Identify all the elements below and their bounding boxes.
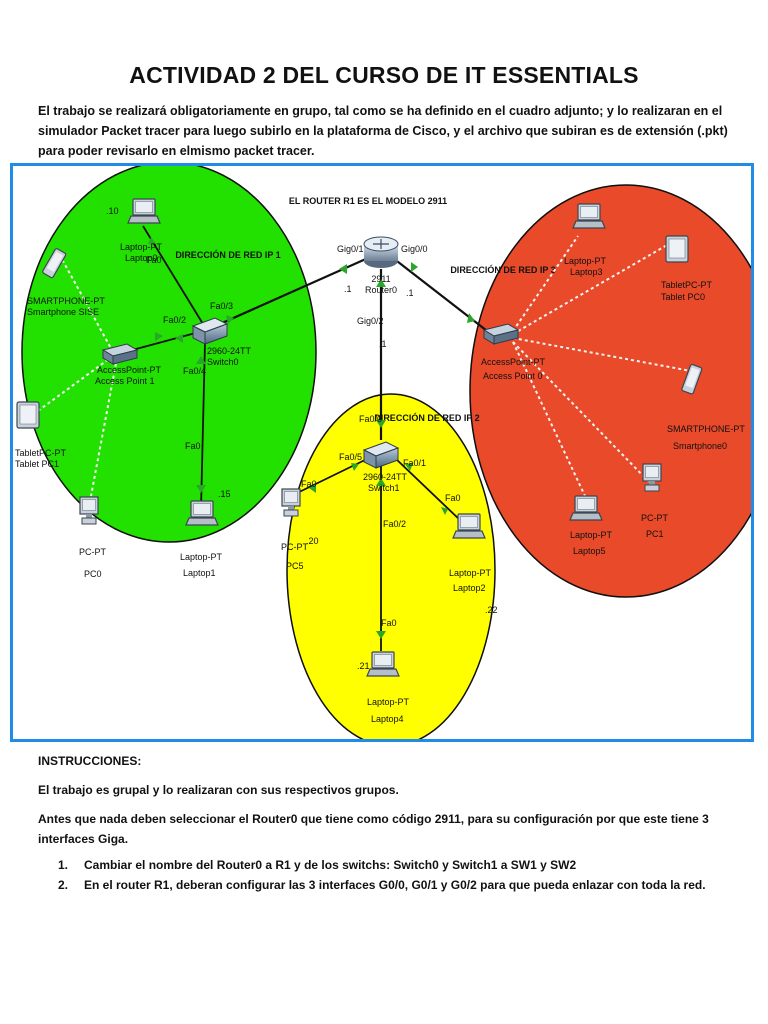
router-port-left: Gig0/1 bbox=[337, 244, 364, 254]
laptop0-type: Laptop-PT bbox=[120, 242, 163, 252]
document-title: ACTIVIDAD 2 DEL CURSO DE IT ESSENTIALS bbox=[129, 62, 639, 88]
router-model-note: EL ROUTER R1 ES EL MODELO 2911 bbox=[289, 196, 447, 206]
switch0-icon[interactable] bbox=[191, 317, 229, 345]
port-fa01: Fa0/1 bbox=[403, 458, 426, 468]
smartphone-sise-type: SMARTPHONE-PT bbox=[27, 296, 105, 306]
port-fa02-yellow: Fa0/2 bbox=[383, 519, 406, 529]
red-net-label: DIRECCIÓN DE RED IP 3 bbox=[450, 264, 555, 275]
access-point-1-name: Access Point 1 bbox=[95, 376, 155, 386]
pc5-icon[interactable] bbox=[281, 488, 301, 517]
laptop1-ip: .15 bbox=[218, 489, 231, 499]
access-point-1-icon[interactable] bbox=[101, 343, 139, 365]
laptop3-icon[interactable] bbox=[572, 203, 606, 229]
laptop5-type: Laptop-PT bbox=[570, 530, 613, 540]
tablet-pc1-type: TabletPC-PT bbox=[15, 448, 67, 458]
switch1-name: Switch1 bbox=[368, 483, 400, 493]
laptop0-icon[interactable] bbox=[127, 198, 161, 224]
step-text: En el router R1, deberan configurar las … bbox=[84, 878, 706, 892]
green-network-area bbox=[21, 166, 317, 543]
yellow-net-label: DIRECCIÓN DE RED IP 2 bbox=[374, 412, 479, 423]
laptop0-ip: .10 bbox=[106, 206, 119, 216]
smartphone0-name: Smartphone0 bbox=[673, 441, 727, 451]
pc5-type: PC-PT bbox=[281, 542, 309, 552]
tablet-pc0-icon[interactable] bbox=[665, 235, 689, 263]
tablet-pc1-name: Tablet PC1 bbox=[15, 459, 59, 469]
red-network-area bbox=[469, 184, 751, 598]
smartphone-sise-icon[interactable] bbox=[42, 248, 67, 279]
laptop0-port: Fa0 bbox=[146, 255, 162, 265]
step-text: Cambiar el nombre del Router0 a R1 y de … bbox=[84, 858, 577, 872]
router-port-down: Gig0/2 bbox=[357, 316, 384, 326]
smartphone0-icon[interactable] bbox=[681, 363, 703, 395]
topology-svg: EL ROUTER R1 ES EL MODELO 2911 DIRECCIÓN… bbox=[15, 166, 751, 739]
paragraph-group-work: El trabajo es grupal y lo realizaran con… bbox=[38, 783, 399, 797]
port-fa03: Fa0/3 bbox=[210, 301, 233, 311]
access-point-0-name: Access Point 0 bbox=[483, 371, 543, 381]
tablet-pc1-icon[interactable] bbox=[16, 401, 40, 429]
switch0-name: Switch0 bbox=[207, 357, 239, 367]
router-ip-right: .1 bbox=[406, 288, 414, 298]
access-point-0-type: AccessPoint-PT bbox=[481, 357, 546, 367]
pc0-type: PC-PT bbox=[79, 547, 107, 557]
router-ip-left: .1 bbox=[344, 284, 352, 294]
laptop4-ip: .21 bbox=[357, 661, 370, 671]
port-fa04: Fa0/4 bbox=[183, 366, 206, 376]
port-fa05: Fa0/5 bbox=[339, 452, 362, 462]
pc1-type: PC-PT bbox=[641, 513, 669, 523]
router-port-right: Gig0/0 bbox=[401, 244, 428, 254]
switch1-model: 2960-24TT bbox=[363, 472, 408, 482]
switch1-icon[interactable] bbox=[362, 441, 400, 469]
pc0-name: PC0 bbox=[84, 569, 102, 579]
laptop1-icon[interactable] bbox=[185, 500, 219, 526]
pc5-ip: .20 bbox=[306, 536, 319, 546]
laptop1-name: Laptop1 bbox=[183, 568, 216, 578]
pc1-icon[interactable] bbox=[642, 463, 662, 492]
intro-paragraph: El trabajo se realizará obligatoriamente… bbox=[38, 104, 728, 158]
laptop3-type: Laptop-PT bbox=[564, 256, 607, 266]
laptop5-icon[interactable] bbox=[569, 495, 603, 521]
pc1-name: PC1 bbox=[646, 529, 664, 539]
laptop0-name: Laptop0 bbox=[125, 253, 158, 263]
laptop2-icon[interactable] bbox=[452, 513, 486, 539]
access-point-1-type: AccessPoint-PT bbox=[97, 365, 162, 375]
instruction-steps: 1. Cambiar el nombre del Router0 a R1 y … bbox=[58, 856, 738, 896]
smartphone0-type: SMARTPHONE-PT bbox=[667, 424, 745, 434]
laptop1-type: Laptop-PT bbox=[180, 552, 223, 562]
tablet-pc0-name: Tablet PC0 bbox=[661, 292, 705, 302]
pc0-icon[interactable] bbox=[79, 496, 99, 525]
router-icon[interactable] bbox=[363, 236, 399, 268]
list-item: 2. En el router R1, deberan configurar l… bbox=[58, 876, 738, 894]
laptop4-type: Laptop-PT bbox=[367, 697, 410, 707]
list-item: 1. Cambiar el nombre del Router0 a R1 y … bbox=[58, 856, 738, 874]
laptop5-name: Laptop5 bbox=[573, 546, 606, 556]
instructions-heading: INSTRUCCIONES: bbox=[38, 754, 142, 768]
step-number: 1. bbox=[58, 858, 69, 872]
switch0-model: 2960-24TT bbox=[207, 346, 252, 356]
laptop2-name: Laptop2 bbox=[453, 583, 486, 593]
yellow-network-area bbox=[286, 393, 496, 739]
pc5-port: Fa0 bbox=[301, 479, 317, 489]
port-fa02: Fa0/2 bbox=[163, 315, 186, 325]
access-point-0-icon[interactable] bbox=[482, 323, 520, 345]
laptop4-port: Fa0 bbox=[381, 618, 397, 628]
laptop4-name: Laptop4 bbox=[371, 714, 404, 724]
laptop2-port: Fa0 bbox=[445, 493, 461, 503]
router-name: Router0 bbox=[365, 285, 397, 295]
network-diagram: EL ROUTER R1 ES EL MODELO 2911 DIRECCIÓN… bbox=[10, 163, 754, 742]
step-number: 2. bbox=[58, 878, 69, 892]
laptop1-port: Fa0 bbox=[185, 441, 201, 451]
laptop3-name: Laptop3 bbox=[570, 267, 603, 277]
paragraph-router-selection: Antes que nada deben seleccionar el Rout… bbox=[38, 812, 709, 846]
laptop4-icon[interactable] bbox=[366, 651, 400, 677]
green-net-label: DIRECCIÓN DE RED IP 1 bbox=[175, 249, 280, 260]
smartphone-sise-name: Smartphone SISE bbox=[27, 307, 99, 317]
port-fa00: Fa0/0 bbox=[359, 414, 382, 424]
router-model: 2911 bbox=[371, 274, 390, 284]
router-ip-down: .1 bbox=[379, 339, 387, 349]
tablet-pc0-type: TabletPC-PT bbox=[661, 280, 713, 290]
laptop2-ip: .22 bbox=[485, 605, 498, 615]
laptop2-type: Laptop-PT bbox=[449, 568, 492, 578]
pc5-name: PC5 bbox=[286, 561, 304, 571]
